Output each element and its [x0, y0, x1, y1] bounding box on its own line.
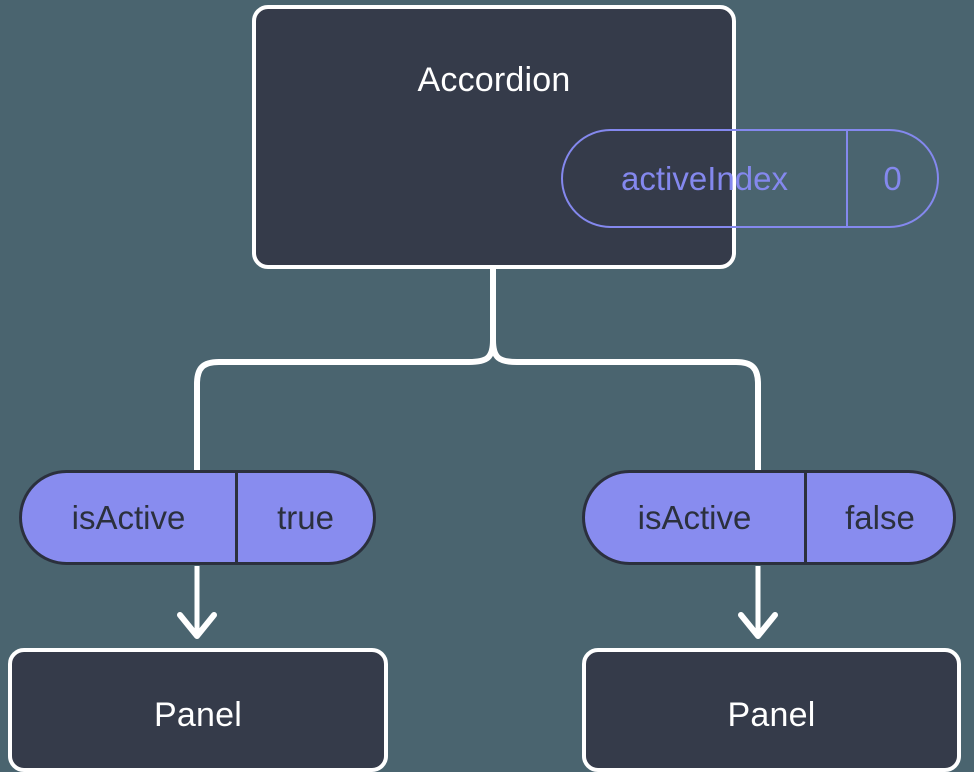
arrow-head-right-icon — [738, 612, 778, 639]
panel-right-title: Panel — [727, 696, 816, 734]
panel-node-left[interactable]: Panel — [8, 648, 388, 772]
arrow-head-left-icon — [177, 612, 217, 639]
connector-fork-right — [490, 337, 761, 473]
connector-fork-left — [194, 337, 496, 473]
accordion-state-value: 0 — [883, 159, 902, 197]
prop-pill-left[interactable]: isActive true — [19, 470, 376, 565]
prop-pill-right-key: isActive — [585, 473, 807, 562]
prop-pill-left-key: isActive — [22, 473, 238, 562]
prop-pill-right-value: false — [845, 498, 915, 536]
panel-left-title: Panel — [154, 696, 242, 734]
panel-node-right[interactable]: Panel — [582, 648, 961, 772]
accordion-state-key: activeIndex — [563, 131, 848, 226]
accordion-node[interactable]: Accordion activeIndex 0 — [252, 5, 939, 269]
prop-pill-right[interactable]: isActive false — [582, 470, 956, 565]
accordion-title: Accordion — [417, 61, 571, 99]
accordion-state-pill[interactable]: activeIndex 0 — [561, 129, 939, 228]
prop-pill-left-value: true — [277, 498, 334, 536]
